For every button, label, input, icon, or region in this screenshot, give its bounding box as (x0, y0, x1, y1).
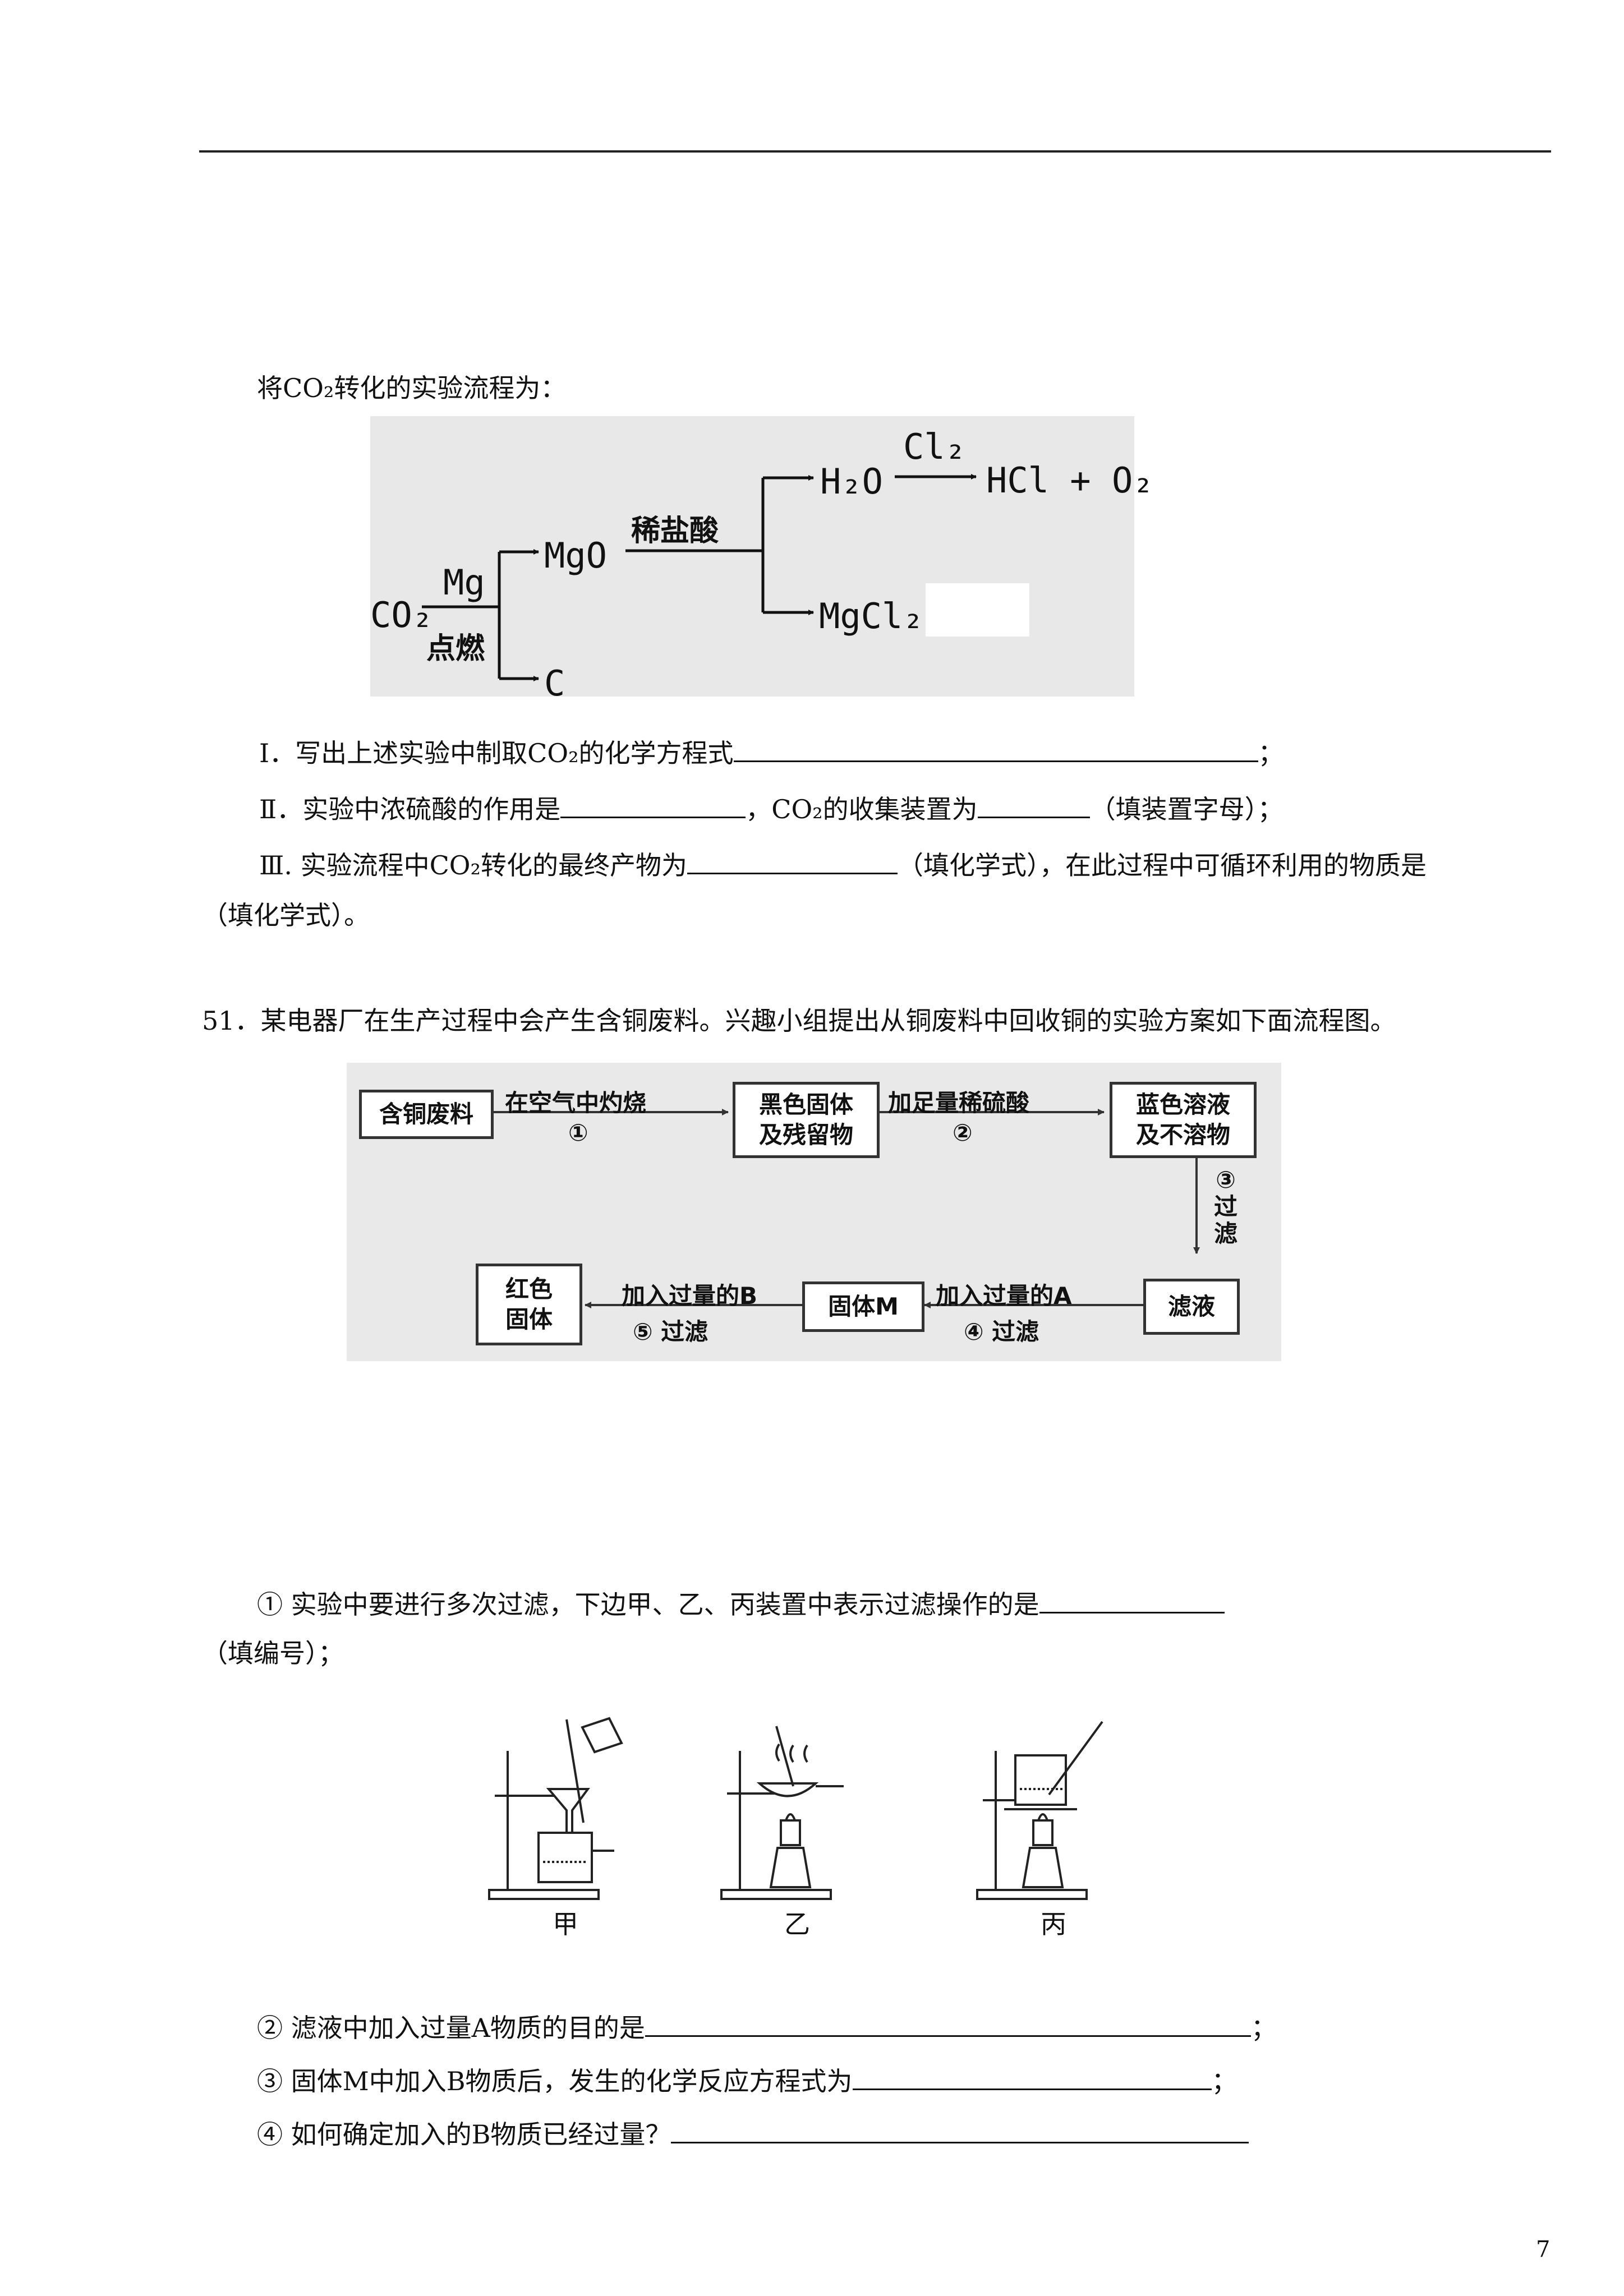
white-patch (926, 583, 1029, 637)
page-number: 7 (1536, 2237, 1551, 2262)
ignite-label: 点燃 (426, 632, 485, 666)
copper-recovery-flowchart: 含铜废料 在空气中灼烧 ① 黑色固体及残留物 加足量稀硫酸 ② 蓝色溶液及不溶物… (347, 1063, 1281, 1361)
answer-blank-1[interactable] (733, 736, 1258, 762)
acid-label: 稀盐酸 (631, 514, 719, 548)
arrow4-top-label: 加入过量的A (936, 1282, 1072, 1310)
label-yi: 乙 (784, 1909, 810, 1939)
hcl-o2-label: HCl + O₂ (986, 460, 1154, 501)
subquestion-3: ③ 固体M中加入B物质后，发生的化学反应方程式为； (257, 2064, 1237, 2098)
mg-label: Mg (443, 562, 485, 603)
header-rule (199, 150, 1551, 153)
box-black-solid: 黑色固体及残留物 (733, 1082, 880, 1158)
arrow3-label: ③过滤 (1213, 1166, 1237, 1247)
mgo-label: MgO (544, 535, 607, 576)
box-filtrate: 滤液 (1143, 1279, 1240, 1335)
question-3-cont: （填化学式）。 (202, 900, 370, 930)
answer-blank-3a[interactable] (687, 848, 898, 874)
mgcl2-label: MgCl₂ (819, 596, 924, 637)
label-bing: 丙 (1041, 1909, 1066, 1939)
arrow2-bottom-label: ② (953, 1119, 973, 1146)
answer-blank-s1[interactable] (1039, 1587, 1225, 1613)
arrow5-top-label: 加入过量的B (622, 1282, 758, 1310)
arrow1-top-label: 在空气中灼烧 (505, 1089, 647, 1117)
apparatus-jia-filtration (488, 1717, 623, 1900)
h2o-label: H₂O (820, 461, 883, 502)
label-jia: 甲 (553, 1909, 578, 1939)
co2-label: CO₂ (370, 594, 433, 635)
question-3: Ⅲ. 实验流程中CO₂转化的最终产物为（填化学式），在此过程中可循环利用的物质是 (259, 848, 1427, 882)
apparatus-figure (488, 1717, 1103, 1900)
flow2-arrows (494, 1109, 1200, 1308)
apparatus-bing-heating (976, 1721, 1103, 1900)
arrow1-bottom-label: ① (568, 1119, 588, 1146)
apparatus-yi-evaporation (720, 1726, 844, 1900)
question-2: Ⅱ．实验中浓硫酸的作用是，CO₂的收集装置为（填装置字母）； (259, 792, 1283, 826)
subquestion-2: ② 滤液中加入过量A物质的目的是； (257, 2011, 1277, 2045)
cl2-label: Cl₂ (903, 426, 966, 467)
subquestion-1-cont: （填编号）； (202, 1638, 344, 1668)
problem-51: 51．某电器厂在生产过程中会产生含铜废料。兴趣小组提出从铜废料中回收铜的实验方案… (202, 1006, 1396, 1036)
arrow2-top-label: 加足量稀硫酸 (888, 1089, 1030, 1117)
arrow5-bottom-label: ⑤ 过滤 (633, 1318, 709, 1345)
question-1: Ⅰ．写出上述实验中制取CO₂的化学方程式； (259, 736, 1284, 770)
intro-text: 将CO₂转化的实验流程为： (257, 373, 567, 403)
box-solid-m: 固体M (802, 1281, 924, 1332)
arrow4-bottom-label: ④ 过滤 (964, 1318, 1039, 1345)
co2-conversion-flowchart: CO₂ Mg 点燃 MgO C 稀盐酸 H₂O Cl₂ HCl + O₂ MgC… (370, 416, 1154, 704)
box-copper-waste: 含铜废料 (359, 1090, 494, 1139)
box-red-solid: 红色固体 (476, 1264, 582, 1345)
c-label: C (544, 663, 565, 704)
answer-blank-2a[interactable] (560, 792, 746, 818)
answer-blank-s3[interactable] (852, 2064, 1212, 2090)
answer-blank-s2[interactable] (645, 2011, 1251, 2037)
box-blue-solution: 蓝色溶液及不溶物 (1110, 1082, 1257, 1158)
subquestion-4: ④ 如何确定加入的B物质已经过量？ (257, 2117, 1249, 2151)
answer-blank-2b[interactable] (977, 792, 1090, 818)
answer-blank-s4[interactable] (671, 2117, 1249, 2143)
subquestion-1: ① 实验中要进行多次过滤，下边甲、乙、丙装置中表示过滤操作的是 (257, 1587, 1225, 1621)
flowchart-lines (422, 474, 977, 681)
